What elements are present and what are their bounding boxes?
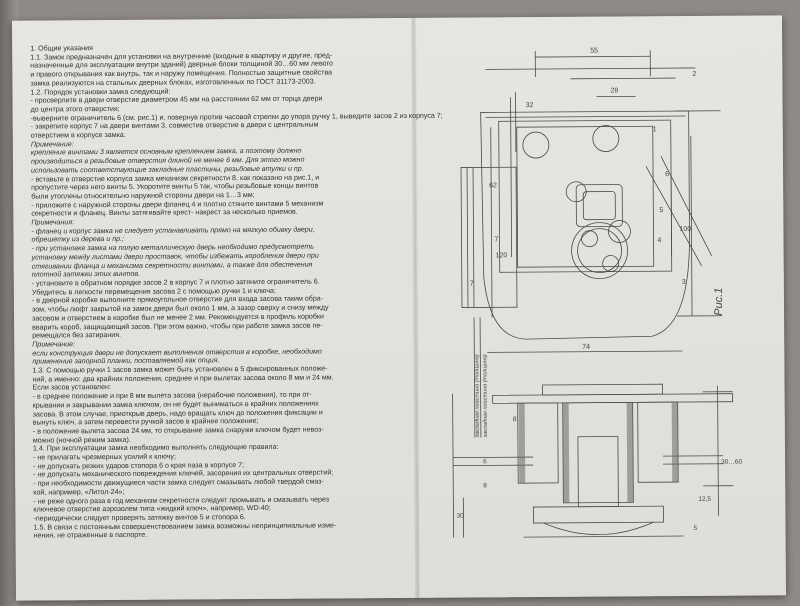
- dim-label-62: 62: [489, 182, 497, 189]
- dim-label-30: 30: [456, 513, 464, 520]
- callout-2: 2: [692, 71, 696, 78]
- side-note-1: закладная пластина (толщина): [474, 354, 481, 438]
- callout-7: 7: [470, 280, 474, 287]
- callout-5: 5: [659, 207, 663, 214]
- dim-label-28: 28: [610, 87, 618, 94]
- dim-label-30-60: 30…60: [721, 459, 742, 466]
- door-plate: [460, 166, 518, 308]
- callout-4: 4: [658, 237, 662, 244]
- dim-label-74: 74: [582, 344, 590, 351]
- text-line: нения, не отраженные в паспорте.: [33, 531, 148, 540]
- callout-3: 3: [682, 279, 686, 286]
- dim-label-120: 120: [496, 252, 508, 259]
- flange-plate: [532, 505, 664, 524]
- cylinder-square: [575, 184, 623, 228]
- side-note-2: закладная пластина (толщина): [482, 354, 489, 438]
- dim-label-32: 32: [526, 102, 534, 109]
- dim-line-55: [535, 55, 651, 58]
- lock-drawing-svg: 55 32 28 62 120 100 74 30…60 30 12,5 5 6…: [452, 48, 742, 538]
- figure-label: Рис.1: [713, 288, 725, 316]
- dim-label-7: 7: [495, 236, 499, 243]
- callout-1: 1: [653, 126, 657, 133]
- page-fold: [410, 17, 422, 598]
- dim-label-55: 55: [590, 48, 598, 55]
- dim-label-5: 5: [694, 525, 698, 532]
- dim-label-6: 6: [483, 458, 487, 465]
- hole-top-left: [522, 131, 550, 159]
- callout-8: 8: [513, 416, 517, 423]
- section-top-plate: [492, 393, 734, 404]
- callout-6: 6: [665, 171, 669, 178]
- dim-label-12-5: 12,5: [698, 496, 711, 503]
- dim-label-8: 8: [483, 482, 487, 489]
- lock-body-outline: [480, 110, 690, 340]
- dim-diag-100: [660, 155, 712, 256]
- dim-label-100: 100: [679, 226, 691, 233]
- technical-drawing: 55 32 28 62 120 100 74 30…60 30 12,5 5 6…: [420, 15, 786, 598]
- hole-top-right: [592, 125, 620, 152]
